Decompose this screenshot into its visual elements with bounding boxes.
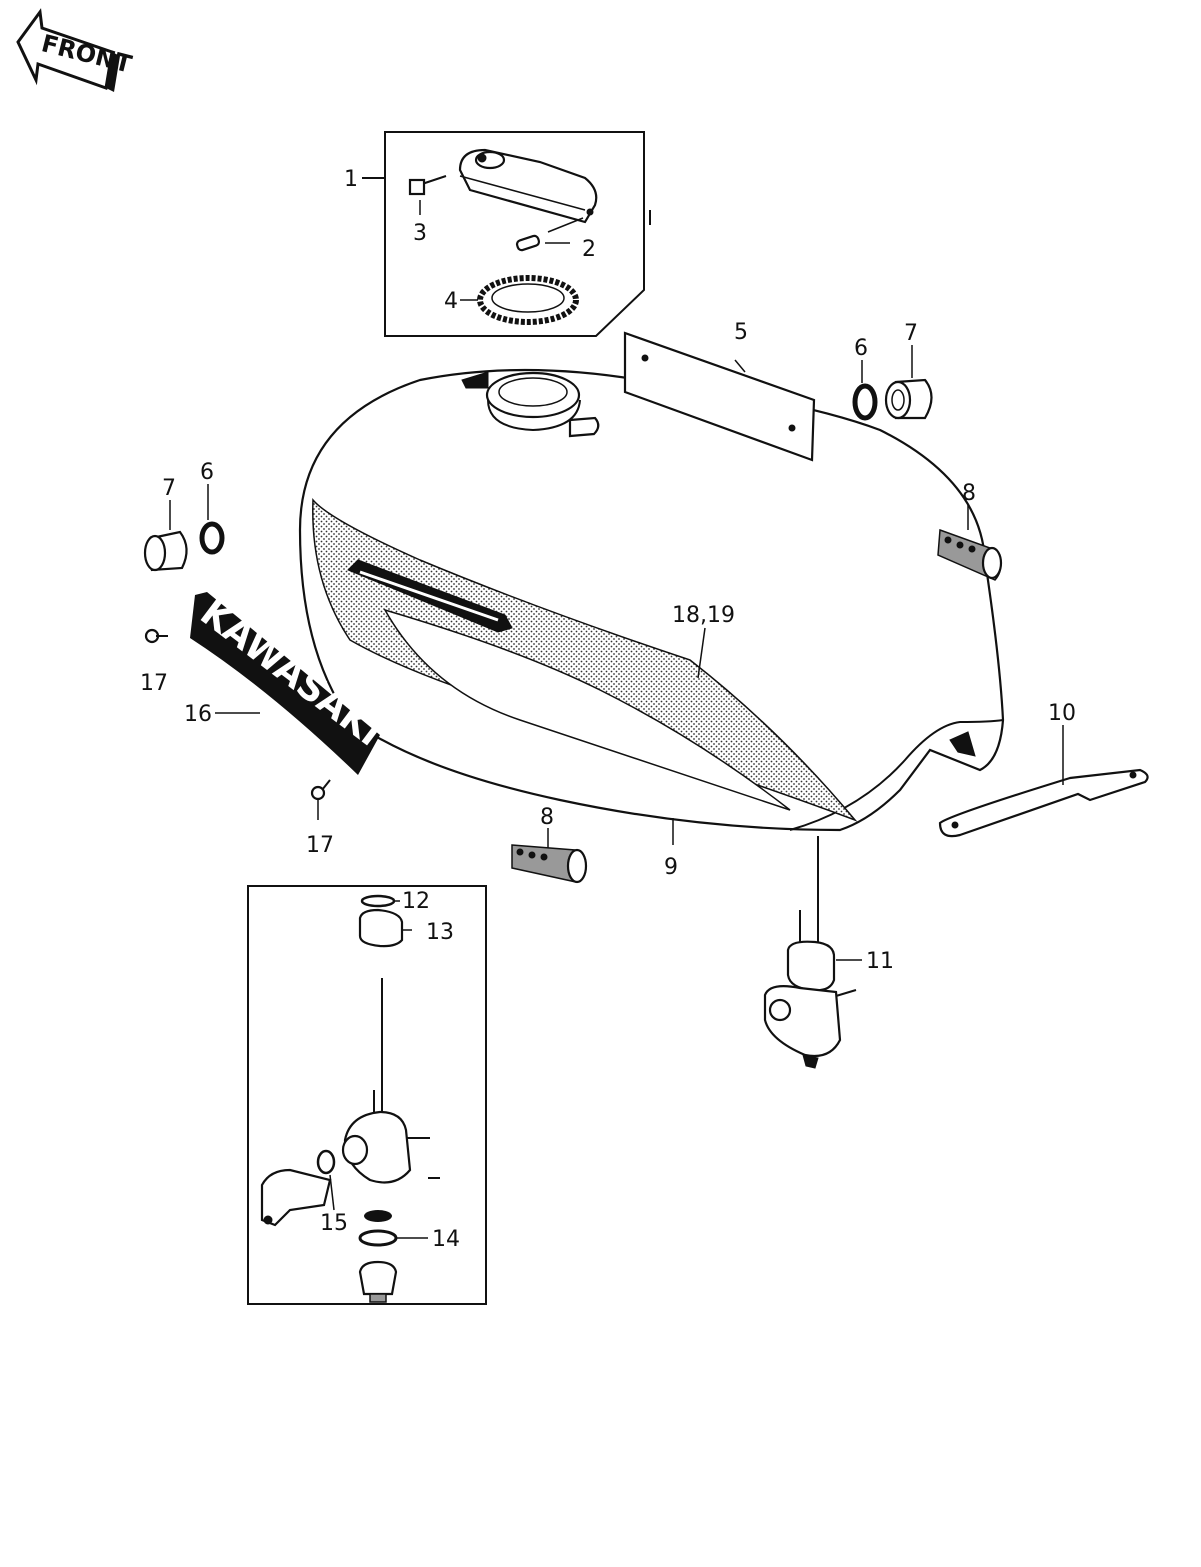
rubber-grommet-icon-right xyxy=(937,505,1003,581)
o-ring-icon-top xyxy=(360,894,400,908)
rubber-damper-icon-right xyxy=(884,345,933,420)
fuel-cock-icon xyxy=(763,836,862,1069)
rubber-damper-icon-left xyxy=(143,500,188,572)
callout-17b: 17 xyxy=(306,833,334,858)
callout-5: 5 xyxy=(734,320,748,345)
fuel-pipe-icon xyxy=(373,978,383,1125)
fuel-cap-icon xyxy=(458,148,598,224)
callout-18-19: 18,19 xyxy=(672,603,735,628)
callout-16: 16 xyxy=(184,702,212,727)
callout-8b: 8 xyxy=(540,805,554,830)
callout-3: 3 xyxy=(413,221,427,246)
fuel-cock-nut-icon xyxy=(358,908,412,948)
cap-spring-pin-icon xyxy=(515,217,584,252)
front-arrow-icon: FRONT xyxy=(16,8,135,92)
callout-15: 15 xyxy=(320,1211,348,1236)
callout-17a: 17 xyxy=(140,671,168,696)
callout-2: 2 xyxy=(582,237,596,262)
washer-icon-right xyxy=(852,360,878,421)
fuel-cock-body-icon xyxy=(260,1110,440,1227)
callout-10: 10 xyxy=(1048,701,1076,726)
callout-13: 13 xyxy=(426,920,454,945)
callout-1: 1 xyxy=(344,167,358,192)
callout-6b: 6 xyxy=(200,460,214,485)
o-ring-icon-middle xyxy=(316,1149,336,1211)
cap-hinge-pin-icon xyxy=(408,175,447,215)
sediment-bowl-icon xyxy=(358,1260,398,1303)
callout-12: 12 xyxy=(402,889,430,914)
screw-icon-lower xyxy=(310,779,331,820)
callout-6a: 6 xyxy=(854,336,868,361)
callout-labels: 1 2 3 4 5 6 7 7 6 8 18,19 17 16 10 17 8 … xyxy=(140,167,1076,1252)
callout-11: 11 xyxy=(866,949,894,974)
cap-gasket-icon xyxy=(460,275,579,325)
callout-14: 14 xyxy=(432,1227,460,1252)
fuel-tank-icon xyxy=(298,368,1005,832)
cap-assembly-box xyxy=(362,131,651,337)
callout-7a: 7 xyxy=(904,321,918,346)
callout-7b: 7 xyxy=(162,476,176,501)
tank-damper-strip-icon xyxy=(623,331,816,462)
filter-screen-icon xyxy=(358,1210,428,1247)
tank-bracket-icon xyxy=(938,725,1149,838)
callout-9: 9 xyxy=(664,855,678,880)
washer-icon-left xyxy=(199,484,225,555)
fuel-cock-detail-box xyxy=(247,885,487,1305)
callout-8a: 8 xyxy=(962,481,976,506)
screw-icon-upper xyxy=(144,628,168,644)
callout-4: 4 xyxy=(444,289,458,314)
rubber-grommet-icon-bottom xyxy=(511,828,588,884)
